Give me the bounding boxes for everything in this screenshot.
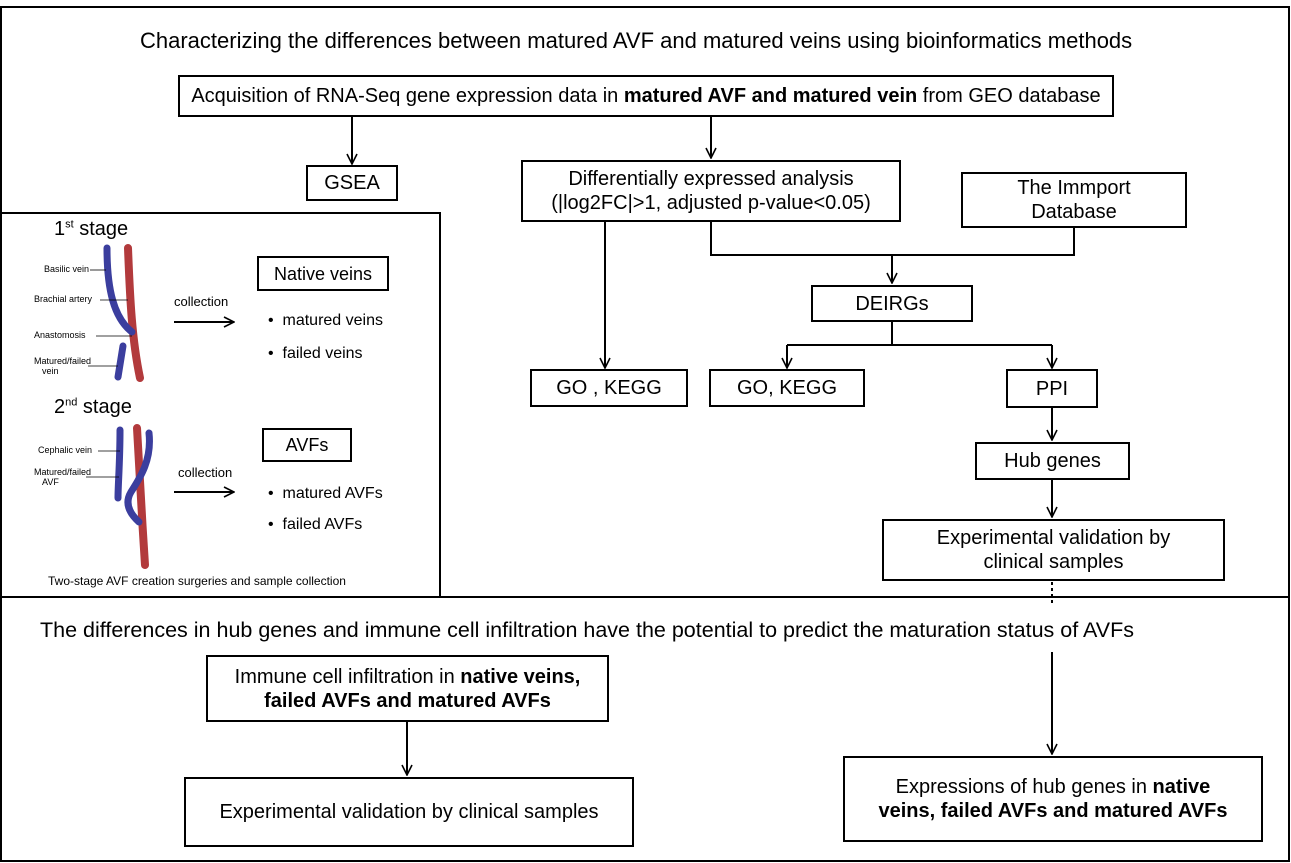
go-kegg-mid-label: GO, KEGG: [736, 377, 838, 399]
acquisition-prefix: Acquisition of RNA-Seq gene expression d…: [191, 85, 624, 107]
stage2-heading: 2nd stage: [54, 396, 132, 419]
cephalic-vein-illustration: [114, 426, 124, 502]
gsea-label: GSEA: [324, 172, 380, 194]
avf-bullet-1-text: matured AVFs: [282, 485, 383, 502]
immport-line2: Database: [1031, 201, 1117, 223]
expressions-line2: veins, failed AVFs and matured AVFs: [878, 800, 1228, 822]
artery-illustration-stage2: [133, 424, 149, 569]
native-bullet-2: • failed veins: [268, 345, 363, 362]
label-matured-failed-vein: Matured/failed vein: [34, 356, 91, 376]
immune-line1-bold: native veins,: [460, 665, 581, 688]
stage2-superscript: nd: [65, 396, 78, 409]
dea-box: Differentially expressed analysis (|log2…: [521, 160, 901, 222]
stage2-word: stage: [77, 396, 132, 418]
label-matured-failed-vein-line2: vein: [42, 366, 59, 376]
hub-expressions-box: Expressions of hub genes in native veins…: [843, 756, 1263, 842]
avf-bullet-2: • failed AVFs: [268, 516, 363, 533]
acquisition-box: Acquisition of RNA-Seq gene expression d…: [178, 75, 1114, 117]
basilic-vein-illustration: [103, 244, 136, 336]
label-anastomosis: Anastomosis: [34, 330, 86, 340]
dea-line2: (|log2FC|>1, adjusted p-value<0.05): [551, 192, 871, 214]
ppi-box: PPI: [1006, 369, 1098, 408]
deirgs-label: DEIRGs: [855, 292, 929, 315]
brachial-artery-illustration: [124, 244, 144, 382]
label-basilic-vein: Basilic vein: [44, 264, 90, 274]
immport-line1: The Immport: [1017, 177, 1131, 199]
acquisition-suffix: from GEO database: [917, 85, 1101, 107]
label-brachial-artery: Brachial artery: [34, 294, 93, 304]
outer-frame: [0, 6, 1290, 862]
acquisition-text: Acquisition of RNA-Seq gene expression d…: [191, 84, 1100, 108]
bottom-validation-label: Experimental validation by clinical samp…: [219, 801, 599, 823]
avf-bullet-2-text: failed AVFs: [282, 516, 363, 533]
avfs-box: AVFs: [262, 428, 352, 462]
bottom-validation-box: Experimental validation by clinical samp…: [184, 777, 634, 847]
bottom-section-title: The differences in hub genes and immune …: [40, 618, 1134, 642]
stage1-number: 1: [54, 218, 66, 240]
dea-line1: Differentially expressed analysis: [568, 168, 854, 190]
native-veins-label: Native veins: [273, 263, 373, 284]
stage1-superscript: st: [65, 218, 74, 231]
avfs-label: AVFs: [285, 435, 329, 455]
immune-infiltration-box: Immune cell infiltration in native veins…: [206, 655, 609, 722]
native-bullet-2-text: failed veins: [282, 345, 363, 362]
stage1-heading: 1st stage: [54, 218, 128, 241]
expressions-line1-bold: native: [1152, 776, 1211, 798]
gsea-box: GSEA: [306, 165, 398, 201]
inset-caption: Two-stage AVF creation surgeries and sam…: [48, 574, 346, 588]
top-section-title: Characterizing the differences between m…: [140, 28, 1133, 53]
immport-box: The Immport Database: [961, 172, 1187, 228]
immune-line1-prefix: Immune cell infiltration in: [234, 665, 461, 688]
validation-top-line1: Experimental validation by: [936, 527, 1171, 549]
immune-line1: Immune cell infiltration in native veins…: [235, 665, 581, 689]
hub-genes-box: Hub genes: [975, 442, 1130, 480]
inset-frame: [1, 212, 441, 597]
immune-line2: failed AVFs and matured AVFs: [264, 689, 551, 712]
matured-failed-vein-illustration: [114, 342, 127, 381]
avf-bullet-1: • matured AVFs: [268, 485, 383, 502]
ppi-label: PPI: [1035, 377, 1069, 400]
label-matured-failed-avf-line2: AVF: [42, 477, 59, 487]
matured-failed-avf-illustration: [124, 429, 153, 526]
go-kegg-mid-box: GO, KEGG: [709, 369, 865, 407]
hub-genes-label: Hub genes: [1004, 450, 1101, 472]
label-cephalic-vein: Cephalic vein: [38, 445, 93, 455]
native-bullet-1-text: matured veins: [282, 312, 384, 329]
label-matured-failed-vein-line1: Matured/failed: [34, 356, 92, 366]
native-veins-box: Native veins: [257, 256, 389, 291]
collection-label-1: collection: [174, 294, 229, 309]
go-kegg-left-box: GO , KEGG: [530, 369, 688, 407]
stage2-number: 2: [54, 396, 66, 418]
stage1-word: stage: [73, 218, 129, 240]
acquisition-bold: matured AVF and matured vein: [623, 85, 918, 107]
deirgs-box: DEIRGs: [811, 285, 973, 322]
go-kegg-left-label: GO , KEGG: [556, 377, 662, 399]
validation-box-top: Experimental validation by clinical samp…: [882, 519, 1225, 581]
validation-top-line2: clinical samples: [983, 551, 1124, 573]
native-bullet-1: • matured veins: [268, 312, 384, 329]
expressions-line1: Expressions of hub genes in native: [896, 775, 1211, 799]
label-matured-failed-avf-line1: Matured/failed: [34, 467, 92, 477]
label-matured-failed-avf: Matured/failed AVF: [34, 467, 91, 487]
expressions-line1-prefix: Expressions of hub genes in: [895, 776, 1153, 798]
collection-label-2: collection: [178, 465, 233, 480]
